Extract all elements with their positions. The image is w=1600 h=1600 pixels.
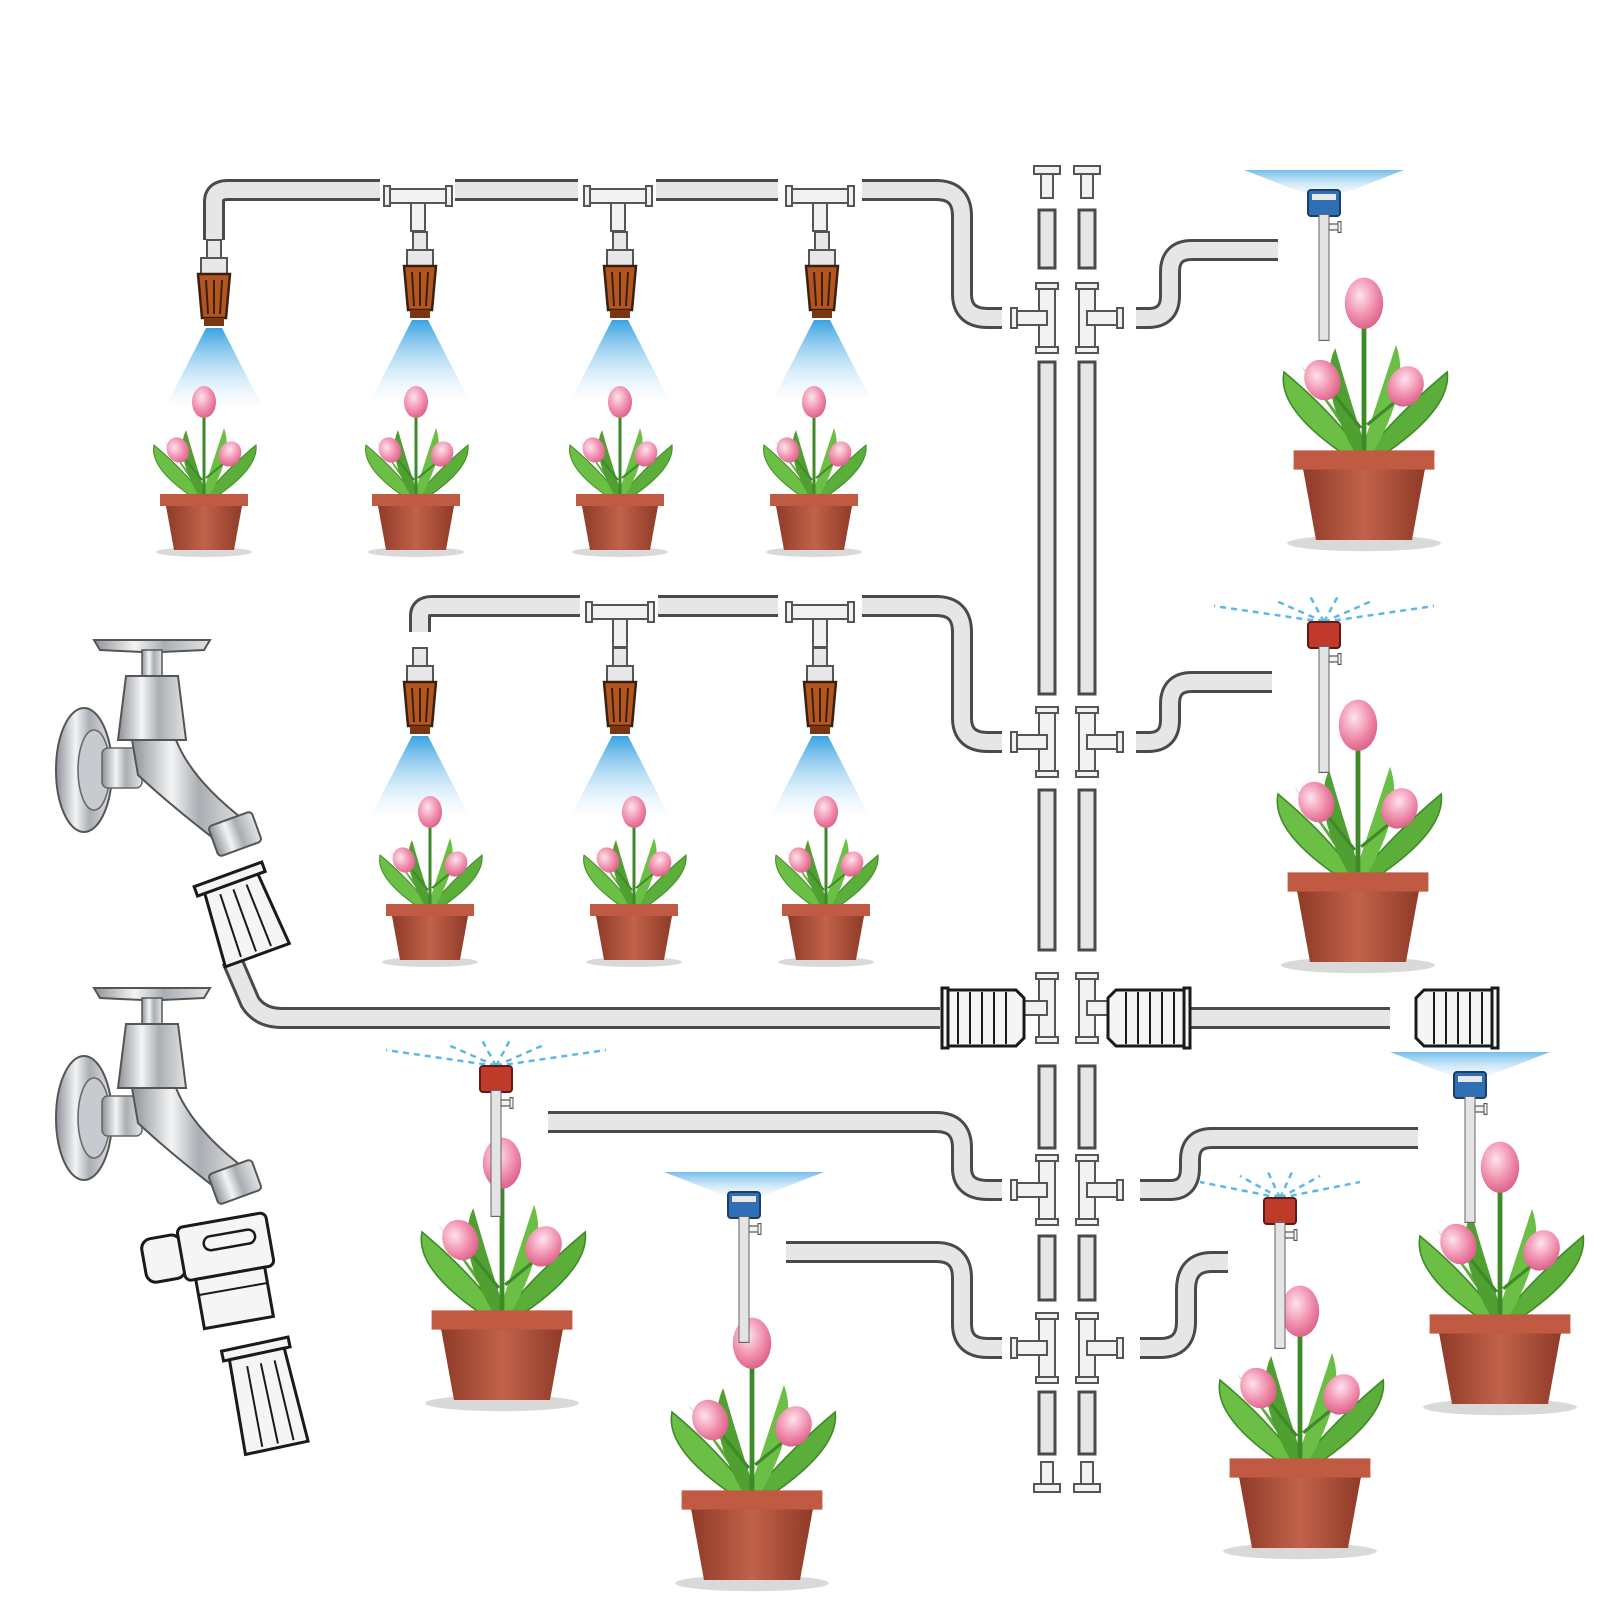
quick-connector-icon <box>140 860 310 1457</box>
blue-spray-stake-icon <box>664 170 1550 1344</box>
pipe-network <box>203 179 1418 1359</box>
potted-tulip-icon <box>152 384 880 969</box>
red-spray-stake-icon <box>385 595 1435 1350</box>
end-plug-icon <box>1033 165 1101 1493</box>
tee-connector-icon <box>1010 282 1124 1384</box>
mist-nozzle-icon <box>164 230 872 816</box>
vertical-manifold <box>1037 208 1097 1456</box>
